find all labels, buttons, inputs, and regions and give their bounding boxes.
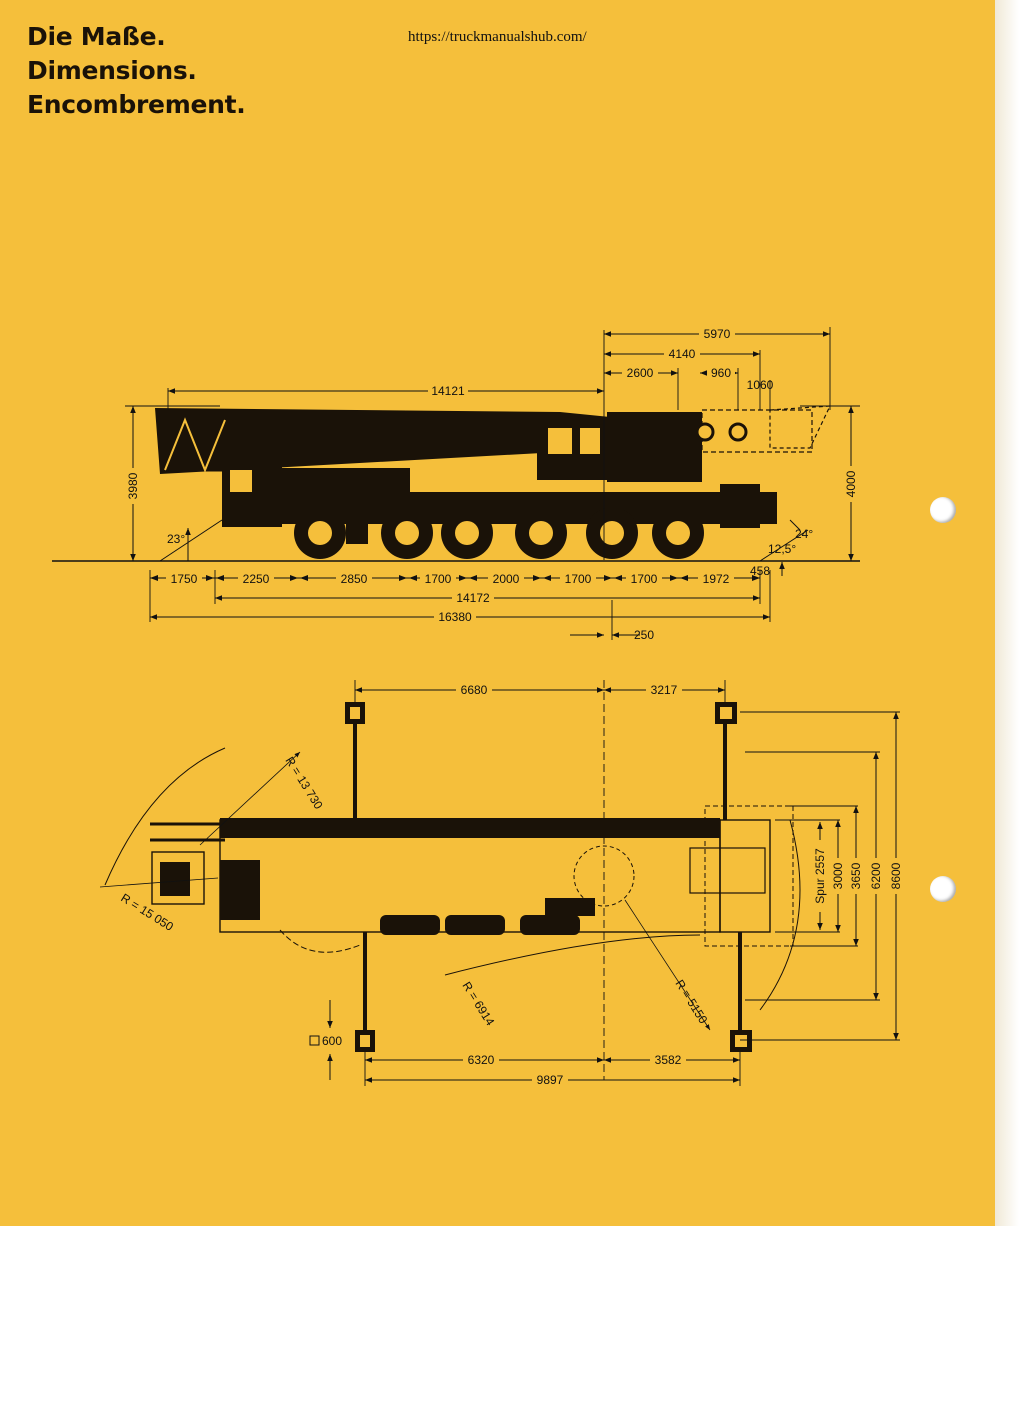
punch-hole-top: [930, 497, 956, 523]
crane-side-silhouette: [155, 405, 831, 559]
radius-6914: R = 6914: [459, 979, 497, 1028]
angle-rear-12-5: 12,5°: [768, 542, 796, 556]
dim-width-3650: 3650: [849, 862, 863, 889]
page-edge: [995, 0, 1019, 1226]
dim-14121: 14121: [431, 384, 465, 398]
axle-dim-1700-b: 1700: [565, 572, 592, 586]
dim-spur-2557: Spur 2557: [813, 848, 827, 904]
dim-3217: 3217: [651, 683, 678, 697]
axle-spacing-row: 1750 2250 2850 1700 2000 1700 1700 1972: [149, 570, 771, 622]
page-title: Die Maße. Dimensions. Encombrement.: [27, 20, 246, 122]
outriggers: [345, 702, 752, 1052]
radius-13730: R = 13 730: [282, 754, 325, 812]
dim-16380: 16380: [438, 610, 472, 624]
angle-front-23: 23°: [167, 532, 185, 546]
dim-6680: 6680: [461, 683, 488, 697]
axle-dim-1700-a: 1700: [425, 572, 452, 586]
axle-dim-2000: 2000: [493, 572, 520, 586]
top-view: R = 13 730 R = 15 050 R = 6914 R = 5150 …: [99, 680, 903, 1087]
dim-4140: 4140: [669, 347, 696, 361]
wheels: [294, 507, 704, 559]
radius-15050: R = 15 050: [118, 891, 176, 934]
axle-dim-2250: 2250: [243, 572, 270, 586]
dim-2600: 2600: [627, 366, 654, 380]
title-line-fr: Encombrement.: [27, 90, 246, 119]
title-line-de: Die Maße.: [27, 22, 166, 51]
pad-size-600: 600: [322, 1034, 342, 1048]
axle-dim-2850: 2850: [341, 572, 368, 586]
dim-9897: 9897: [537, 1073, 564, 1087]
blank-margin: [0, 1226, 1019, 1402]
dim-height-3980: 3980: [126, 472, 140, 499]
brochure-page: [0, 0, 995, 1226]
source-url: https://truckmanualshub.com/: [408, 29, 587, 45]
dim-960: 960: [711, 366, 731, 380]
axle-dim-1700-c: 1700: [631, 572, 658, 586]
dim-250: 250: [634, 628, 654, 642]
axle-dim-1972: 1972: [703, 572, 730, 586]
title-line-en: Dimensions.: [27, 56, 197, 85]
dim-14172: 14172: [456, 591, 490, 605]
angle-rear-24: 24°: [795, 527, 813, 541]
dim-width-6200: 6200: [869, 862, 883, 889]
axle-dim-1750: 1750: [171, 572, 198, 586]
side-view: 5970 4140 2600 960 1060 14121 3980 4000 …: [52, 326, 860, 642]
dim-width-3000: 3000: [831, 862, 845, 889]
width-dimensions: Spur 2557 3000 3650 6200 8600: [740, 711, 903, 1041]
dim-6320: 6320: [468, 1053, 495, 1067]
punch-hole-bottom: [930, 876, 956, 902]
radius-5150: R = 5150: [672, 977, 710, 1026]
dim-1060: 1060: [747, 378, 774, 392]
dim-width-8600: 8600: [889, 862, 903, 889]
dim-3582: 3582: [655, 1053, 682, 1067]
dim-5970: 5970: [704, 327, 731, 341]
dim-height-4000: 4000: [844, 470, 858, 497]
